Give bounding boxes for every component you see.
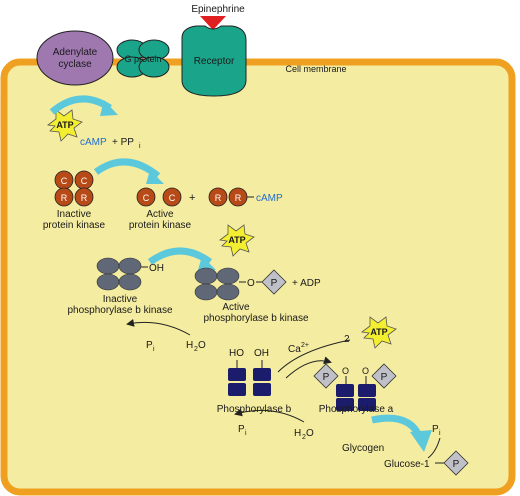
camp-label-1: cAMP [80,137,107,148]
arrow-5-head [410,430,432,452]
atp-label-2: ATP [228,235,245,245]
oh-label-2: OH [254,348,269,359]
glycogen-label: Glycogen [342,443,384,454]
pi-label-1: P [146,340,153,351]
svg-text:P: P [323,372,330,383]
inactive-phosphorylase-b-kinase [96,257,142,291]
h2o-label-1: H [186,340,193,351]
reverse-arrow-1 [126,318,191,336]
phosphorylase-a [336,384,376,411]
phosphorylase-a-label: Phosphorylase a [319,404,394,415]
svg-text:R: R [61,193,68,203]
two-label: 2 [344,334,350,345]
o-label-2: O [342,366,349,376]
o-label-1: O [247,278,255,289]
phosphorylase-b-label: Phosphorylase b [217,404,292,415]
plus-1: + [189,192,195,204]
receptor [181,25,247,97]
pi-join-line [427,437,441,459]
inactive-pk-label-2: protein kinase [43,220,106,231]
active-phk-label-1: Active [222,302,250,313]
adenylate-cyclase [36,30,114,86]
epinephrine-triangle-icon [200,16,226,30]
forward-arrow-4 [285,356,332,379]
atp-label-1: ATP [56,120,73,130]
ho-label: HO [229,348,244,359]
adenylate-cyclase-label-2: cyclase [58,59,92,70]
inactive-phk-label-1: Inactive [103,294,138,305]
ca-label: Ca [288,344,301,355]
svg-text:C: C [143,193,150,203]
regulatory-subunits: R R [208,187,248,207]
camp-label-2: cAMP [256,193,283,204]
active-pk-label-2: protein kinase [129,220,192,231]
receptor-label: Receptor [194,56,235,67]
ppi-subscript: i [139,143,141,150]
svg-text:i: i [245,430,247,437]
svg-text:R: R [81,193,88,203]
arrow-1-head [100,100,118,116]
pi-label-3: P [432,424,439,435]
svg-text:C: C [81,176,88,186]
phosphate-diamond-icon-1 [261,269,287,295]
inactive-protein-kinase: C C R R [54,170,94,207]
svg-text:O: O [198,340,206,351]
phosphorylase-b [228,368,271,396]
oh-label-1: OH [149,263,164,274]
active-phk-label-2: phosphorylase b kinase [203,313,309,324]
glucose1-label: Glucose-1 [384,459,430,470]
phosphate-diamond-icon-3 [371,363,397,389]
inactive-pk-label-1: Inactive [57,209,92,220]
arrow-3-head [198,256,216,270]
arrow-2-head [146,170,164,184]
atp-star-icon-3 [360,316,397,349]
arrow-3 [147,247,213,265]
svg-text:2: 2 [194,346,198,353]
o-label-3: O [362,366,369,376]
cell-membrane-label: Cell membrane [285,64,346,74]
svg-text:O: O [306,428,314,439]
svg-text:R: R [235,193,242,203]
g-protein [116,39,170,78]
svg-text:i: i [153,346,155,353]
inactive-phk-label-2: phosphorylase b kinase [67,305,173,316]
svg-text:2: 2 [302,434,306,441]
h2o-label-2: H [294,428,301,439]
active-phosphorylase-b-kinase [194,267,240,301]
svg-text:R: R [215,193,222,203]
adenylate-cyclase-label-1: Adenylate [53,47,98,58]
ca-atp-arrow-line [277,339,351,373]
pi-label-2: P [238,424,245,435]
arrow-2 [93,158,161,179]
svg-text:P: P [453,459,460,470]
phosphate-diamond-icon-4 [443,450,469,476]
atp-star-icon-1 [46,109,83,142]
plus-adp-label: + ADP [292,278,321,289]
svg-text:i: i [439,430,441,437]
phosphate-diamond-icon-2 [313,363,339,389]
atp-label-3: ATP [370,327,387,337]
svg-text:C: C [61,176,68,186]
p-label-1: P [271,278,278,289]
svg-text:2+: 2+ [301,342,309,349]
g-protein-label: G protein [124,54,161,64]
svg-text:C: C [169,193,176,203]
ppi-label: + PP [112,137,134,148]
active-protein-kinase: C C [136,187,182,207]
epinephrine-label: Epinephrine [191,4,245,15]
active-pk-label-1: Active [146,209,174,220]
atp-star-icon-2 [218,224,255,257]
reverse-arrow-2 [234,408,305,423]
svg-text:P: P [381,372,388,383]
